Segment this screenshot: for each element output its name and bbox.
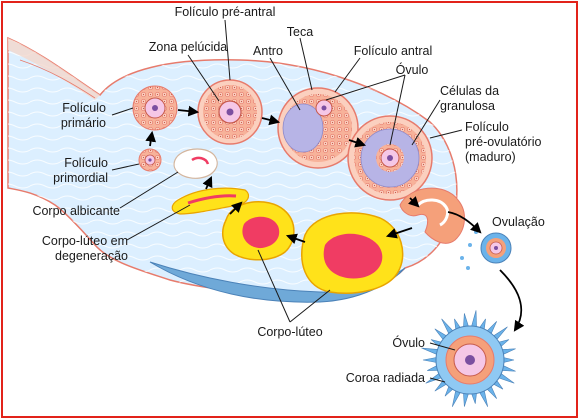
- label-celulas-granulosa-line2: granulosa: [440, 99, 495, 113]
- label-corpo-albicante: Corpo albicante: [32, 204, 120, 218]
- primordial-follicle: [138, 148, 162, 172]
- arrow-ovulation-corona: [499, 269, 525, 332]
- arrow-small-degenerating: [229, 201, 243, 215]
- label-corpo-luteo: Corpo-lúteo: [257, 325, 322, 339]
- corpus-luteum-large: [301, 212, 404, 294]
- preovulatory-follicle: [347, 115, 433, 201]
- arrow-primary-preantral: [177, 105, 200, 117]
- arrow-degenerating-albicans: [202, 176, 213, 190]
- label-teca: Teca: [287, 25, 313, 39]
- label-celulas-granulosa-line1: Células da: [440, 84, 499, 98]
- corona-spike: [502, 356, 515, 364]
- corona-spike: [463, 313, 470, 329]
- label-corpo-luteo-degeneracao-line2: degeneração: [55, 249, 128, 263]
- label-foliculo-primario-line1: Folículo: [62, 101, 106, 115]
- arrow-preovulatory-rupture: [408, 196, 420, 208]
- corona-spike: [470, 310, 477, 329]
- label-foliculo-primordial-line1: Folículo: [64, 156, 108, 170]
- label-corpo-luteo-degeneracao-line1: Corpo-lúteo em: [42, 234, 128, 248]
- arrow-primordial-primary: [145, 130, 157, 147]
- corona-spike: [463, 391, 470, 407]
- label-foliculo-preovulatorio-line2: pré-ovulatório: [465, 135, 541, 149]
- label-foliculo-antral: Folículo antral: [354, 44, 433, 58]
- primary-follicle: [132, 85, 178, 131]
- label-foliculo-primordial-line2: primordial: [53, 171, 108, 185]
- oocyte-corona-radiata: [421, 310, 516, 407]
- diagram-labels: Folículo pré-antral Teca Zona pelúcida A…: [32, 5, 544, 385]
- antral-follicle: [277, 87, 359, 169]
- preantral-follicle: [197, 79, 263, 145]
- development-arrows: [145, 105, 525, 332]
- label-ovulo-top: Óvulo: [396, 62, 429, 77]
- arrow-preantral-antral: [261, 114, 281, 126]
- arrow-rupture-corpus-luteum: [385, 227, 413, 239]
- label-foliculo-pre-antral: Folículo pré-antral: [175, 5, 276, 19]
- label-foliculo-primario-line2: primário: [61, 116, 106, 130]
- released-oocyte: [480, 232, 512, 264]
- corpus-luteum-small: [221, 201, 295, 261]
- label-foliculo-preovulatorio-line1: Folículo: [465, 120, 509, 134]
- arrow-rupture-ovulation: [447, 211, 482, 234]
- arrow-large-small-corpus: [285, 233, 306, 244]
- label-antro: Antro: [253, 44, 283, 58]
- label-coroa-radiada: Coroa radiada: [346, 371, 425, 385]
- label-foliculo-preovulatorio-line3: (maduro): [465, 150, 516, 164]
- label-zona-pelucida: Zona pelúcida: [149, 40, 228, 54]
- arrow-antral-preovulatory: [348, 137, 367, 148]
- corona-spike: [422, 357, 438, 363]
- label-ovulo-bottom: Óvulo: [392, 335, 425, 350]
- leader-lines: [111, 19, 463, 383]
- label-ovulacao: Ovulação: [492, 215, 545, 229]
- corpus-albicans: [173, 148, 218, 179]
